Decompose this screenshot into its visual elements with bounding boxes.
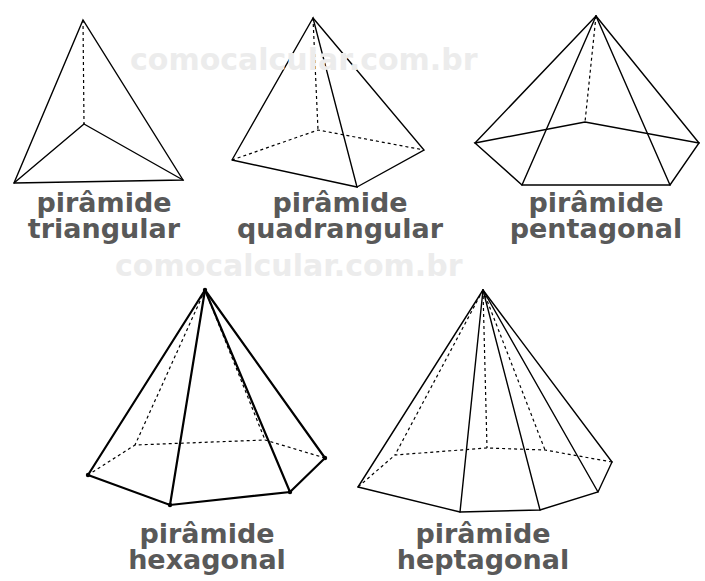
shape-name: pirâmide triangular [4, 190, 204, 242]
watermark: comocalcular.com.br [130, 44, 550, 76]
shape-name: pirâmide quadrangular [205, 190, 475, 242]
shape-name: pirâmide hexagonal [97, 521, 317, 573]
hexagonal-pyramid [86, 288, 327, 507]
watermark: comocalcular.com.br [115, 250, 535, 282]
pentagonal-pyramid [475, 16, 699, 185]
heptagonal-pyramid [358, 290, 612, 512]
shape-name: pirâmide heptagonal [368, 521, 598, 573]
shape-name: pirâmide pentagonal [491, 190, 701, 242]
